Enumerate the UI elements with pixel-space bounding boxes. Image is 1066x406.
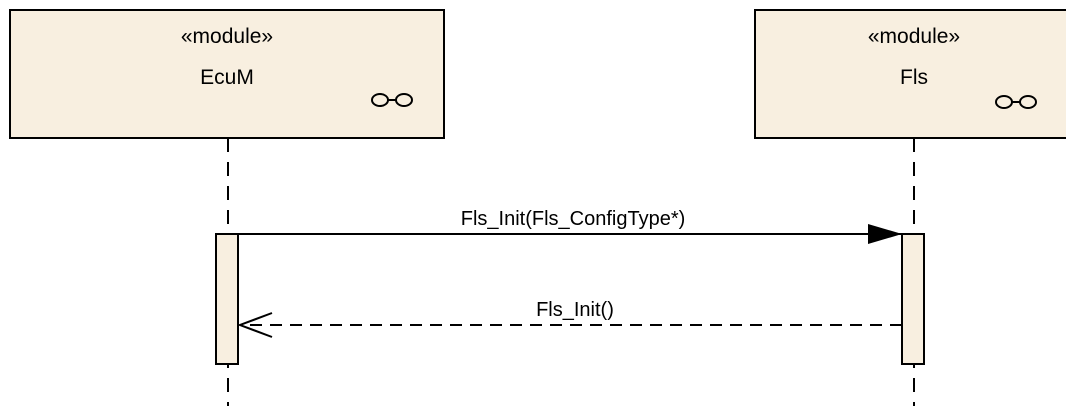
activation-bar-fls [901,233,925,365]
message-return[interactable]: Fls_Init() [237,299,902,338]
message-call[interactable]: Fls_Init(Fls_ConfigType*) [238,208,902,244]
message-return-label: Fls_Init() [536,299,614,321]
lifeline-name-fls: Fls [900,66,928,89]
lifeline-fls: «module» Fls [754,9,1066,406]
filled-arrowhead-icon [868,224,902,244]
lifeline-name-ecum: EcuM [200,66,254,89]
lifeline-stereotype-ecum: «module» [181,25,273,48]
open-arrowhead-icon [237,312,273,338]
component-instance-icon [371,93,413,107]
lifeline-head-ecum[interactable] [9,9,445,139]
activation-bar-ecum [215,233,239,365]
message-call-label: Fls_Init(Fls_ConfigType*) [461,208,686,230]
component-instance-icon [995,95,1037,109]
lifeline-ecum: «module» EcuM [9,9,445,406]
lifeline-stereotype-fls: «module» [868,25,960,48]
